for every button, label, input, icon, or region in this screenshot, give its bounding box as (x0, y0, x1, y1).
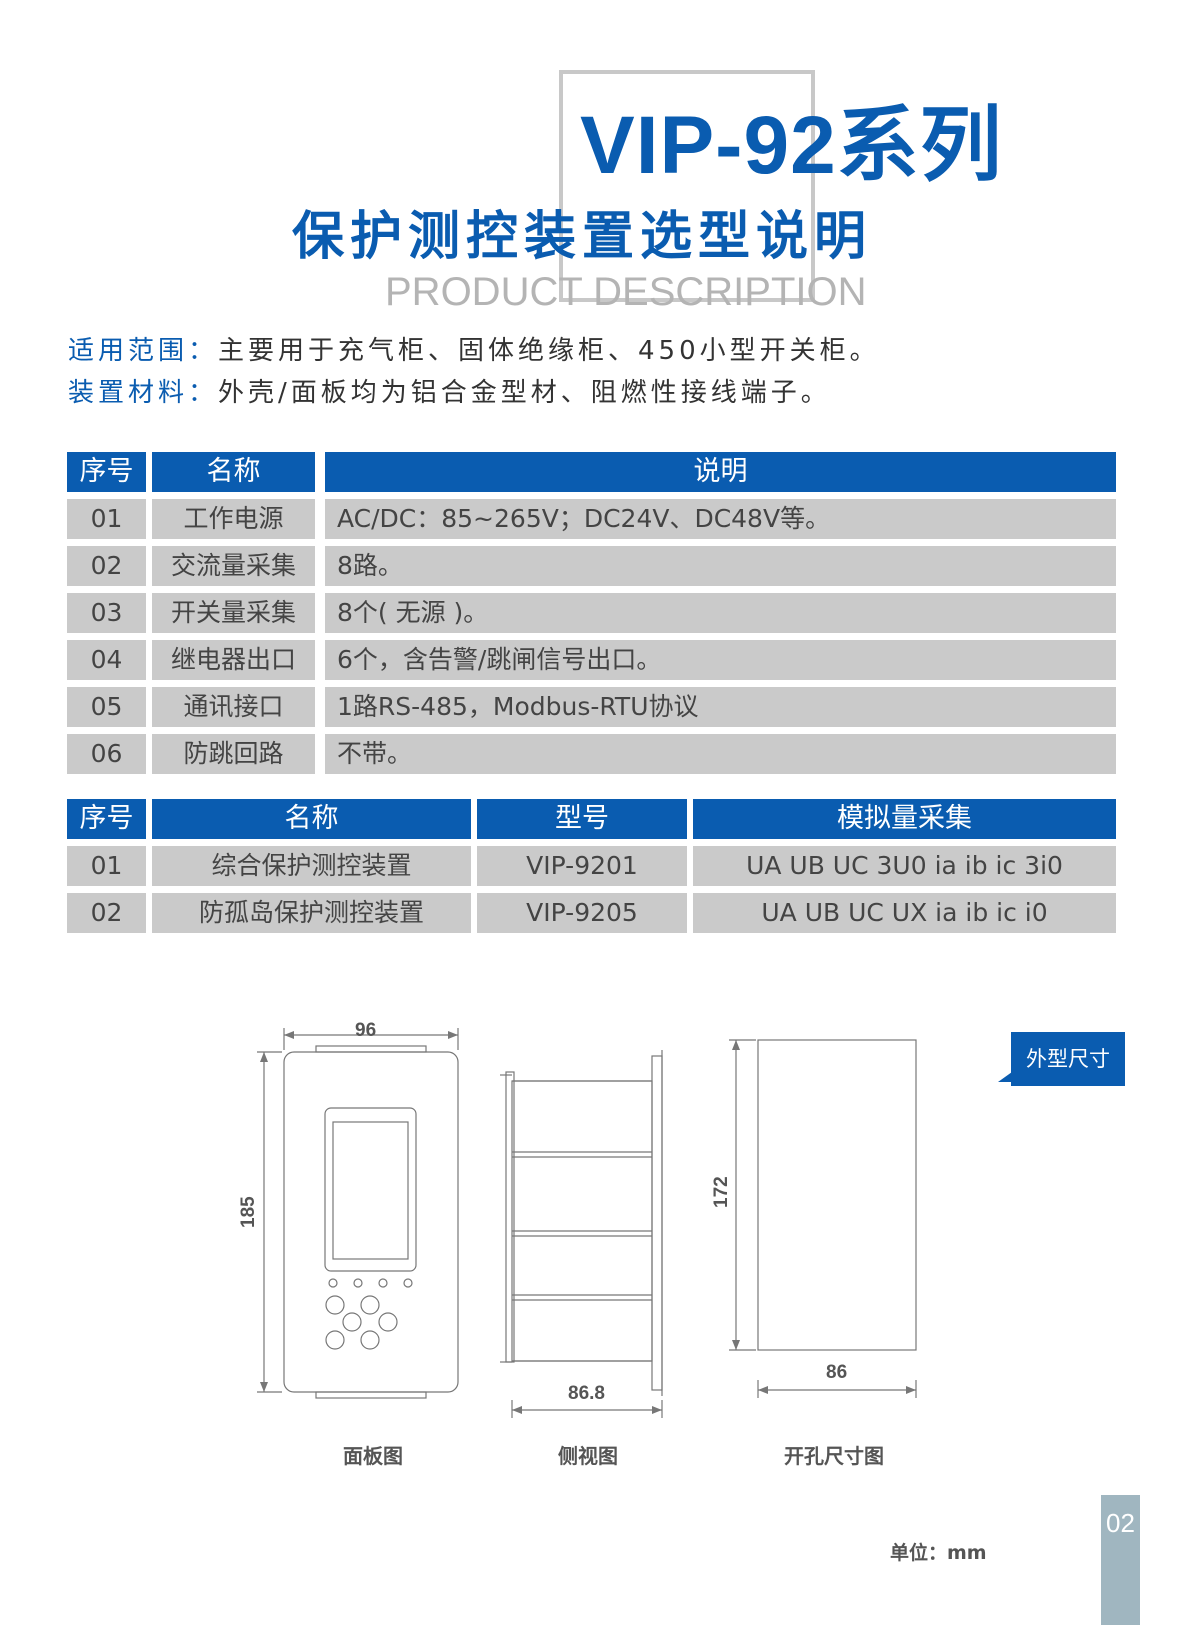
page-title: VIP-92系列 (580, 100, 1003, 191)
key-button-icon (360, 1330, 380, 1350)
header-cell: 序号 (67, 799, 146, 839)
cell-index: 03 (67, 593, 146, 633)
led-icon (378, 1278, 388, 1288)
panel-bottom-lip (315, 1391, 427, 1399)
cell-name: 继电器出口 (152, 640, 315, 680)
cell-index: 05 (67, 687, 146, 727)
intro-label: 装置材料： (68, 378, 219, 408)
led-icon (328, 1278, 338, 1288)
cell-model: VIP-9205 (477, 893, 687, 933)
cell-desc: 不带。 (325, 734, 1116, 774)
dimensions-badge: 外型尺寸 (1011, 1032, 1125, 1086)
panel-screen (332, 1121, 409, 1260)
panel-height-dim: 185 (238, 1196, 259, 1228)
key-button-icon (342, 1312, 362, 1332)
intro-application: 适用范围：主要用于充气柜、固体绝缘柜、450小型开关柜。 (68, 338, 880, 364)
key-button-icon (325, 1330, 345, 1350)
header-cell: 序号 (67, 452, 146, 492)
intro-value: 外壳/面板均为铝合金型材、阻燃性接线端子。 (218, 378, 831, 408)
cell-index: 01 (67, 846, 146, 886)
side-front-panel (651, 1055, 663, 1391)
cell-analog: UA UB UC 3U0 ia ib ic 3i0 (693, 846, 1116, 886)
intro-material: 装置材料：外壳/面板均为铝合金型材、阻燃性接线端子。 (68, 380, 831, 406)
panel-width-dim: 96 (355, 1020, 377, 1041)
cell-name: 工作电源 (152, 499, 315, 539)
intro-label: 适用范围： (68, 336, 219, 366)
cell-desc: 8个( 无源 )。 (325, 593, 1116, 633)
cell-name: 交流量采集 (152, 546, 315, 586)
panel-screen-bezel (324, 1107, 417, 1272)
panel-top-lip (315, 1045, 427, 1053)
cell-model: VIP-9201 (477, 846, 687, 886)
header-cell: 说明 (325, 452, 1116, 492)
cell-desc: 8路。 (325, 546, 1116, 586)
cell-desc: 1路RS-485，Modbus-RTU协议 (325, 687, 1116, 727)
title-frame (559, 70, 815, 302)
cutout-outline (757, 1039, 917, 1351)
cell-index: 06 (67, 734, 146, 774)
cutout-height-dim: 172 (711, 1176, 732, 1208)
cell-name: 通讯接口 (152, 687, 315, 727)
unit-note: 单位：mm (890, 1542, 987, 1564)
header-cell: 名称 (152, 799, 471, 839)
cell-index: 02 (67, 893, 146, 933)
cell-desc: AC/DC：85~265V；DC24V、DC48V等。 (325, 499, 1116, 539)
cell-analog: UA UB UC UX ia ib ic i0 (693, 893, 1116, 933)
page-subtitle: 保护测控装置选型说明 (292, 206, 873, 267)
cell-index: 02 (67, 546, 146, 586)
header-cell: 型号 (477, 799, 687, 839)
header-cell: 名称 (152, 452, 315, 492)
side-body (511, 1080, 653, 1362)
page-tab (1101, 1495, 1140, 1625)
cell-index: 01 (67, 499, 146, 539)
side-rail (505, 1071, 515, 1363)
intro-value: 主要用于充气柜、固体绝缘柜、450小型开关柜。 (218, 336, 880, 366)
key-button-icon (360, 1295, 380, 1315)
key-button-icon (378, 1312, 398, 1332)
panel-caption: 面板图 (343, 1446, 403, 1468)
side-caption: 侧视图 (558, 1446, 618, 1468)
cutout-caption: 开孔尺寸图 (784, 1446, 884, 1468)
led-icon (353, 1278, 363, 1288)
cell-name: 开关量采集 (152, 593, 315, 633)
panel-outline (283, 1051, 459, 1393)
cell-index: 04 (67, 640, 146, 680)
page-subtitle-english: PRODUCT DESCRIPTION (385, 270, 867, 314)
cell-name: 防跳回路 (152, 734, 315, 774)
side-depth-dim: 86.8 (568, 1383, 605, 1404)
cell-name: 防孤岛保护测控装置 (152, 893, 471, 933)
cell-desc: 6个，含告警/跳闸信号出口。 (325, 640, 1116, 680)
led-icon (403, 1278, 413, 1288)
page-number: 02 (1106, 1508, 1135, 1538)
key-button-icon (325, 1295, 345, 1315)
cell-name: 综合保护测控装置 (152, 846, 471, 886)
header-cell: 模拟量采集 (693, 799, 1116, 839)
badge-tip (998, 1072, 1012, 1082)
cutout-width-dim: 86 (826, 1362, 848, 1383)
